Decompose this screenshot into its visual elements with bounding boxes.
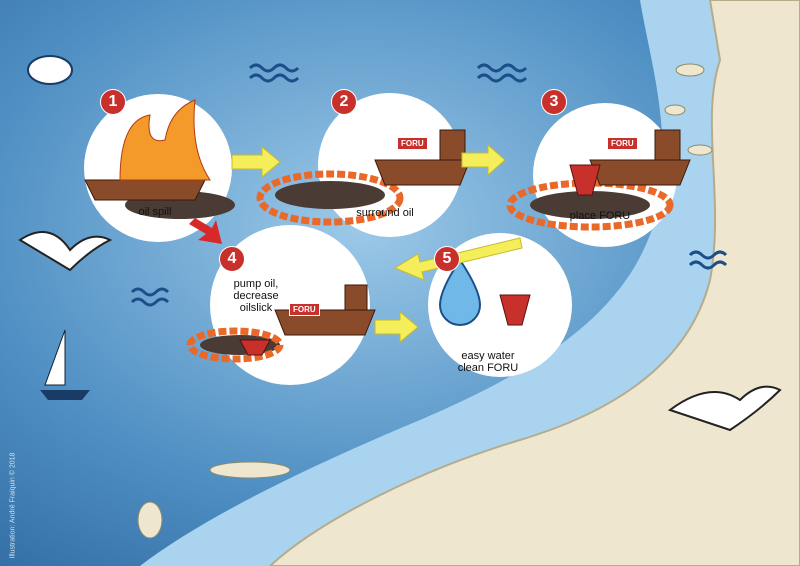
arrow-2-to-3 — [461, 143, 506, 177]
step-1-badge: 1 — [100, 89, 126, 115]
boats — [84, 129, 691, 336]
arrow-4-to-5 — [374, 310, 419, 344]
foru-sign-3: FORU — [607, 137, 638, 150]
wave-icons — [130, 63, 728, 307]
foru-sign-4: FORU — [289, 303, 320, 316]
foru-device-icons — [239, 164, 601, 356]
step-4-label: pump oil, decrease oilslick — [233, 278, 279, 314]
sailboat-icon — [40, 329, 90, 400]
fire — [119, 99, 211, 181]
land — [268, 0, 800, 566]
water-drop-icon — [438, 258, 482, 326]
cloud-icon — [27, 55, 73, 85]
step-3-label: place FORU — [569, 210, 631, 222]
step-4-badge: 4 — [219, 246, 245, 272]
arrow-1-to-4 — [189, 218, 222, 244]
step-5-label: easy water clean FORU — [457, 350, 519, 374]
arrow-1-to-2 — [231, 145, 281, 179]
foru-sign-2: FORU — [397, 137, 428, 150]
seagull-icons — [18, 231, 782, 432]
step-1-label: oil spill — [138, 206, 172, 218]
islands — [137, 63, 713, 539]
step-3-badge: 3 — [541, 89, 567, 115]
step-2-label: surround oil — [356, 207, 414, 219]
step-5-badge: 5 — [434, 246, 460, 272]
illustration-credit: Illustration: André Fraiquin © 2018 — [9, 452, 17, 559]
step-2-badge: 2 — [331, 89, 357, 115]
